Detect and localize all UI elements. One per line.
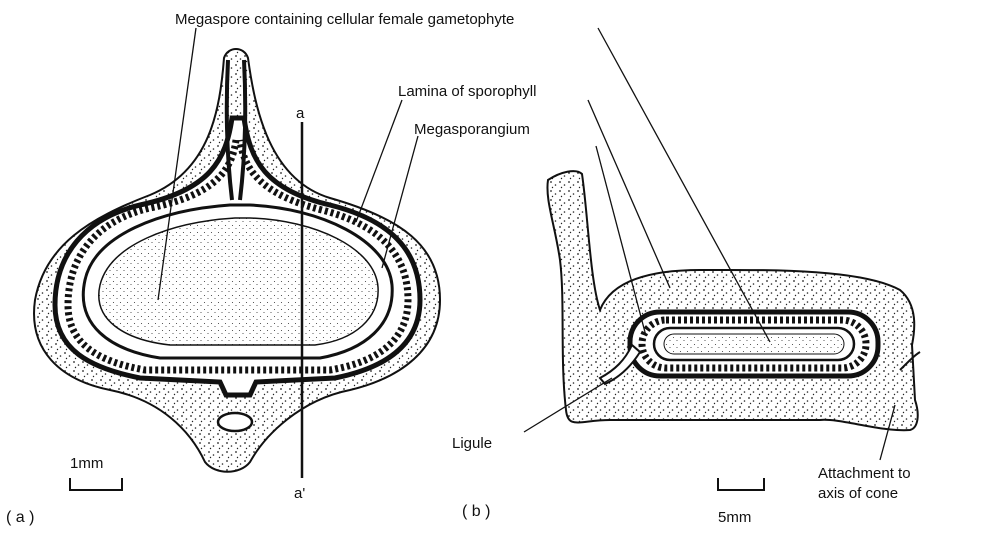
section-label-bottom: a': [294, 485, 305, 502]
section-label-top: a: [296, 105, 305, 122]
panel-a-drawing: [34, 49, 440, 490]
label-ligule: Ligule: [452, 435, 492, 452]
leader-lamina-a: [356, 100, 402, 222]
panel-b-gametophyte: [664, 334, 844, 354]
label-attachment-line2: axis of cone: [818, 485, 898, 502]
panel-label-b: ( b ): [462, 503, 490, 520]
panel-b-drawing: [547, 171, 920, 490]
panel-a-small-vesicle: [218, 413, 252, 431]
leader-lamina-b: [588, 100, 670, 288]
label-attachment-line1: Attachment to: [818, 465, 911, 482]
panel-label-a: ( a ): [6, 509, 34, 526]
label-megasporangium: Megasporangium: [414, 121, 530, 138]
label-lamina: Lamina of sporophyll: [398, 83, 536, 100]
label-megaspore: Megaspore containing cellular female gam…: [175, 11, 514, 28]
panel-a-scale-bar: [70, 478, 122, 490]
panel-b-sporophyll: [547, 171, 917, 430]
scale-label-a: 1mm: [70, 455, 103, 472]
scale-label-b: 5mm: [718, 509, 751, 526]
panel-b-scale-bar: [718, 478, 764, 490]
